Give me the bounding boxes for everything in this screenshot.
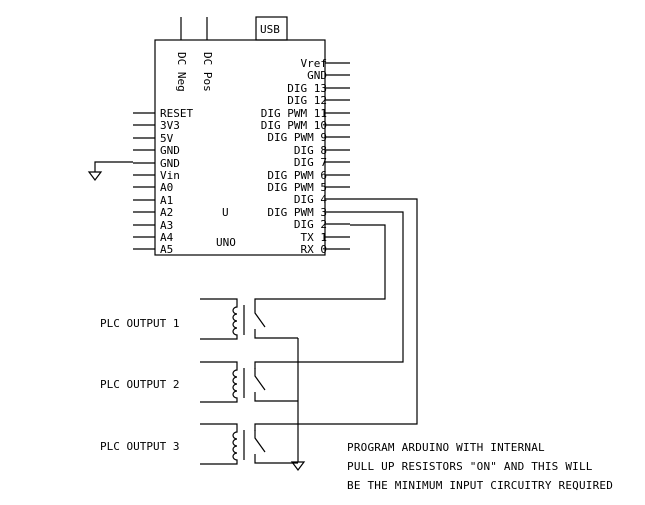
- plc-output-label-1: PLC OUTPUT 1: [100, 317, 179, 330]
- relay-group: [200, 298, 298, 465]
- left-pin-label: GND: [160, 144, 180, 157]
- right-pin-label: RX 0: [301, 243, 328, 256]
- left-pin-label: A0: [160, 181, 173, 194]
- left-gnd-wire: [94, 161, 133, 172]
- relay-3: [200, 423, 298, 465]
- right-pin-label: TX 1: [301, 231, 328, 244]
- relay-contact: [254, 305, 266, 328]
- left-pin-label: A5: [160, 243, 173, 256]
- note-line-2: PULL UP RESISTORS "ON" AND THIS WILL: [347, 460, 593, 473]
- plc-output-label-3: PLC OUTPUT 3: [100, 440, 179, 453]
- right-pin-label: DIG 13: [287, 82, 327, 95]
- right-pin-label: DIG PWM 11: [261, 107, 327, 120]
- wire-dig3-to-relay2: [254, 211, 404, 369]
- relay-contact: [254, 368, 266, 391]
- left-pin-label: Vin: [160, 169, 180, 182]
- right-pin-label: DIG 12: [287, 94, 327, 107]
- right-pin-label: DIG PWM 9: [267, 131, 327, 144]
- wire-dig2-to-relay1: [254, 224, 386, 305]
- usb-label: USB: [260, 23, 280, 36]
- left-pin-label: RESET: [160, 107, 193, 120]
- left-pin-label: GND: [160, 157, 180, 170]
- dc-neg-label: DC Neg: [175, 52, 188, 92]
- right-pin-label: DIG 4: [294, 193, 327, 206]
- relay-coil: [200, 361, 238, 403]
- right-pin-label: DIG 7: [294, 156, 327, 169]
- relay-1: [200, 298, 298, 340]
- ground-symbol-left: [87, 171, 103, 181]
- board-name-label: UNO: [216, 236, 236, 249]
- note-line-3: BE THE MINIMUM INPUT CIRCUITRY REQUIRED: [347, 479, 613, 492]
- arduino-board-outline: [154, 39, 326, 256]
- right-pin-label: DIG PWM 3: [267, 206, 327, 219]
- right-pin-label: GND: [307, 69, 327, 82]
- relay-coil: [200, 298, 238, 340]
- relay-contact-return: [254, 392, 298, 402]
- usb-connector: [255, 16, 288, 41]
- left-pin-label: 3V3: [160, 119, 180, 132]
- relay-contact: [254, 430, 266, 453]
- plc-output-label-2: PLC OUTPUT 2: [100, 378, 179, 391]
- note-line-1: PROGRAM ARDUINO WITH INTERNAL: [347, 441, 545, 454]
- right-pin-label: DIG PWM 5: [267, 181, 327, 194]
- right-pin-label: DIG 2: [294, 218, 327, 231]
- relay-2: [200, 361, 298, 403]
- left-pin-label: A4: [160, 231, 174, 244]
- relay-contact-return: [254, 329, 298, 339]
- right-pin-label: DIG PWM 6: [267, 169, 327, 182]
- board-ref-label: U: [222, 206, 229, 219]
- right-pin-label: DIG 8: [294, 144, 327, 157]
- relay-contact-return: [254, 454, 298, 464]
- left-pin-label: 5V: [160, 132, 174, 145]
- left-pin-label: A2: [160, 206, 173, 219]
- left-pin-label: A3: [160, 219, 173, 232]
- right-pin-label: Vref: [301, 57, 328, 70]
- relay-coil: [200, 423, 238, 465]
- ground-symbol-bus: [290, 461, 306, 471]
- dc-pos-label: DC Pos: [201, 52, 214, 92]
- wire-dig4-to-relay3: [254, 198, 418, 431]
- right-pin-label: DIG PWM 10: [261, 119, 327, 132]
- left-pin-label: A1: [160, 194, 173, 207]
